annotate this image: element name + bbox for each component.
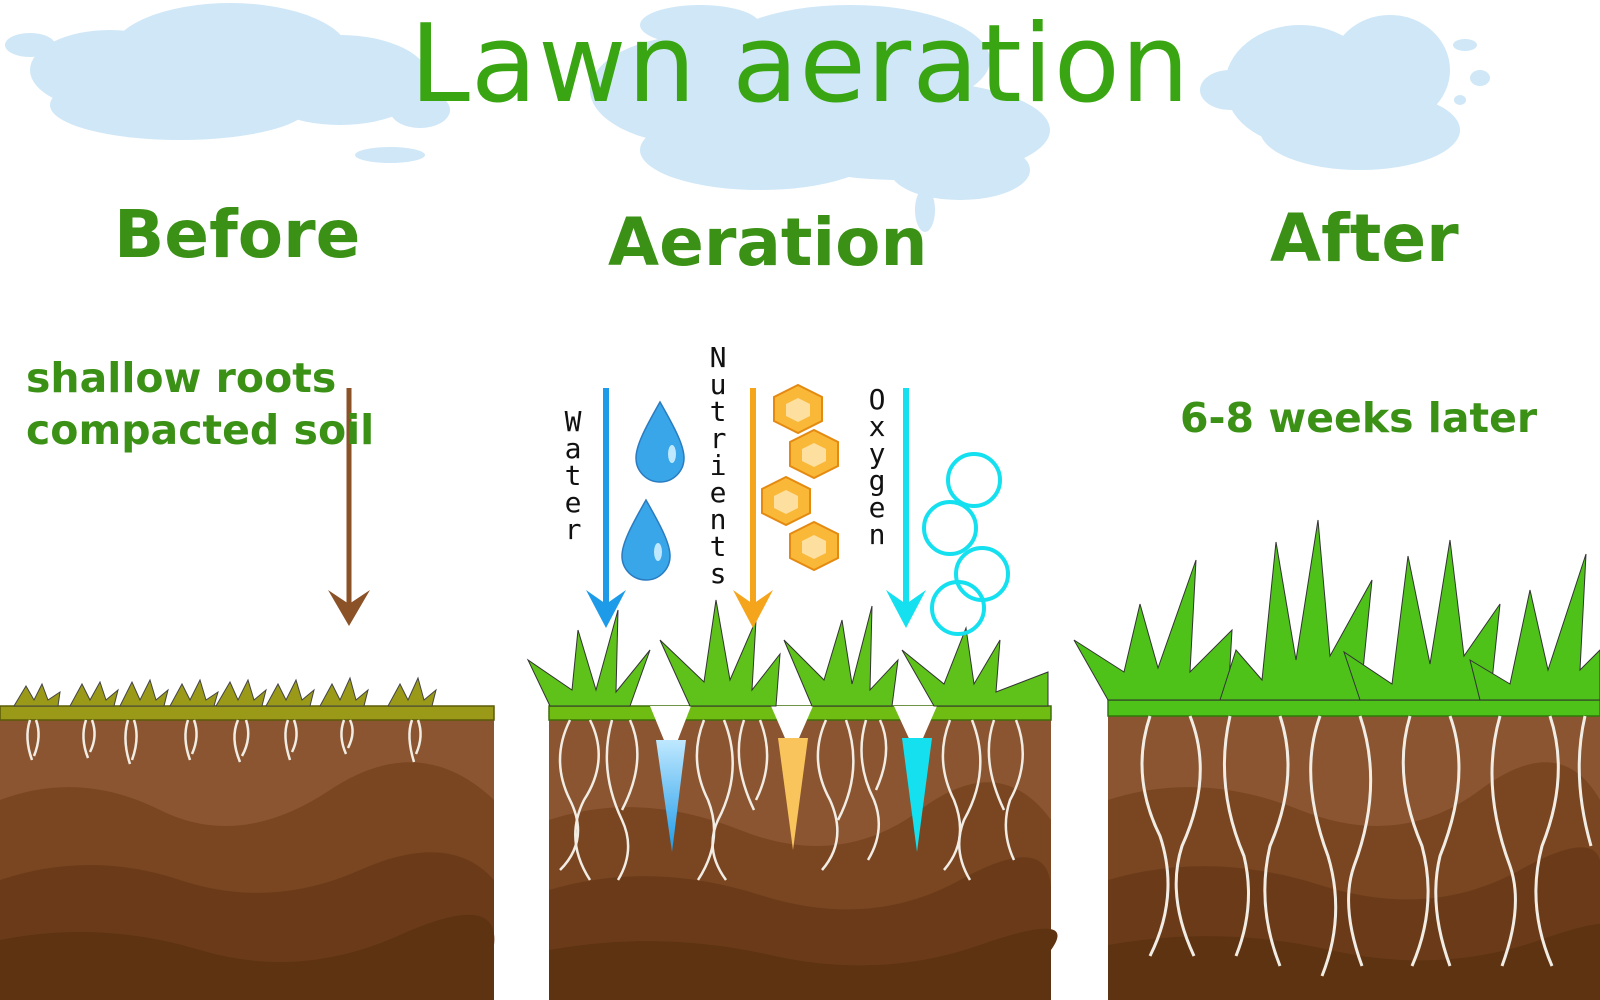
heading-aeration: Aeration (608, 204, 928, 281)
nutrients-arrow (733, 388, 773, 628)
note-weeks-later: 6-8 weeks later (1180, 394, 1538, 442)
water-drop-icon (621, 498, 671, 581)
root-icon (26, 719, 422, 765)
oxygen-arrow (886, 388, 926, 628)
aeration-soil (548, 705, 1058, 1000)
nutrient-hexagon-icon (774, 398, 826, 559)
root-icon (1140, 715, 1593, 977)
after-soil (1107, 699, 1600, 1000)
before-soil (0, 705, 495, 1000)
page-title: Lawn aeration (409, 2, 1191, 127)
cloud-icon (1200, 15, 1490, 170)
note-shallow-roots: shallow roots (26, 354, 337, 402)
nutrient-hexagon-icon (761, 383, 839, 572)
heading-before: Before (114, 196, 361, 273)
grass-tuft-icon (526, 599, 1049, 707)
cloud-icon (5, 3, 450, 163)
note-compacted-soil: compacted soil (26, 406, 375, 454)
water-arrow (586, 388, 626, 628)
grass-tuft-icon (1073, 519, 1600, 701)
before-notes: shallow roots compacted soil (26, 352, 374, 456)
arrow-down-icon (328, 388, 370, 626)
cloud-icon (590, 5, 1050, 232)
heading-after: After (1270, 200, 1459, 277)
root-icon (558, 719, 1024, 881)
label-oxygen: Oxygen (868, 383, 886, 551)
label-nutrients: Nutrients (709, 341, 727, 590)
oxygen-bubble-icon (922, 452, 1010, 636)
grass-tuft-icon (13, 676, 437, 707)
water-drop-icon (635, 400, 685, 483)
label-water: Water (564, 405, 582, 546)
